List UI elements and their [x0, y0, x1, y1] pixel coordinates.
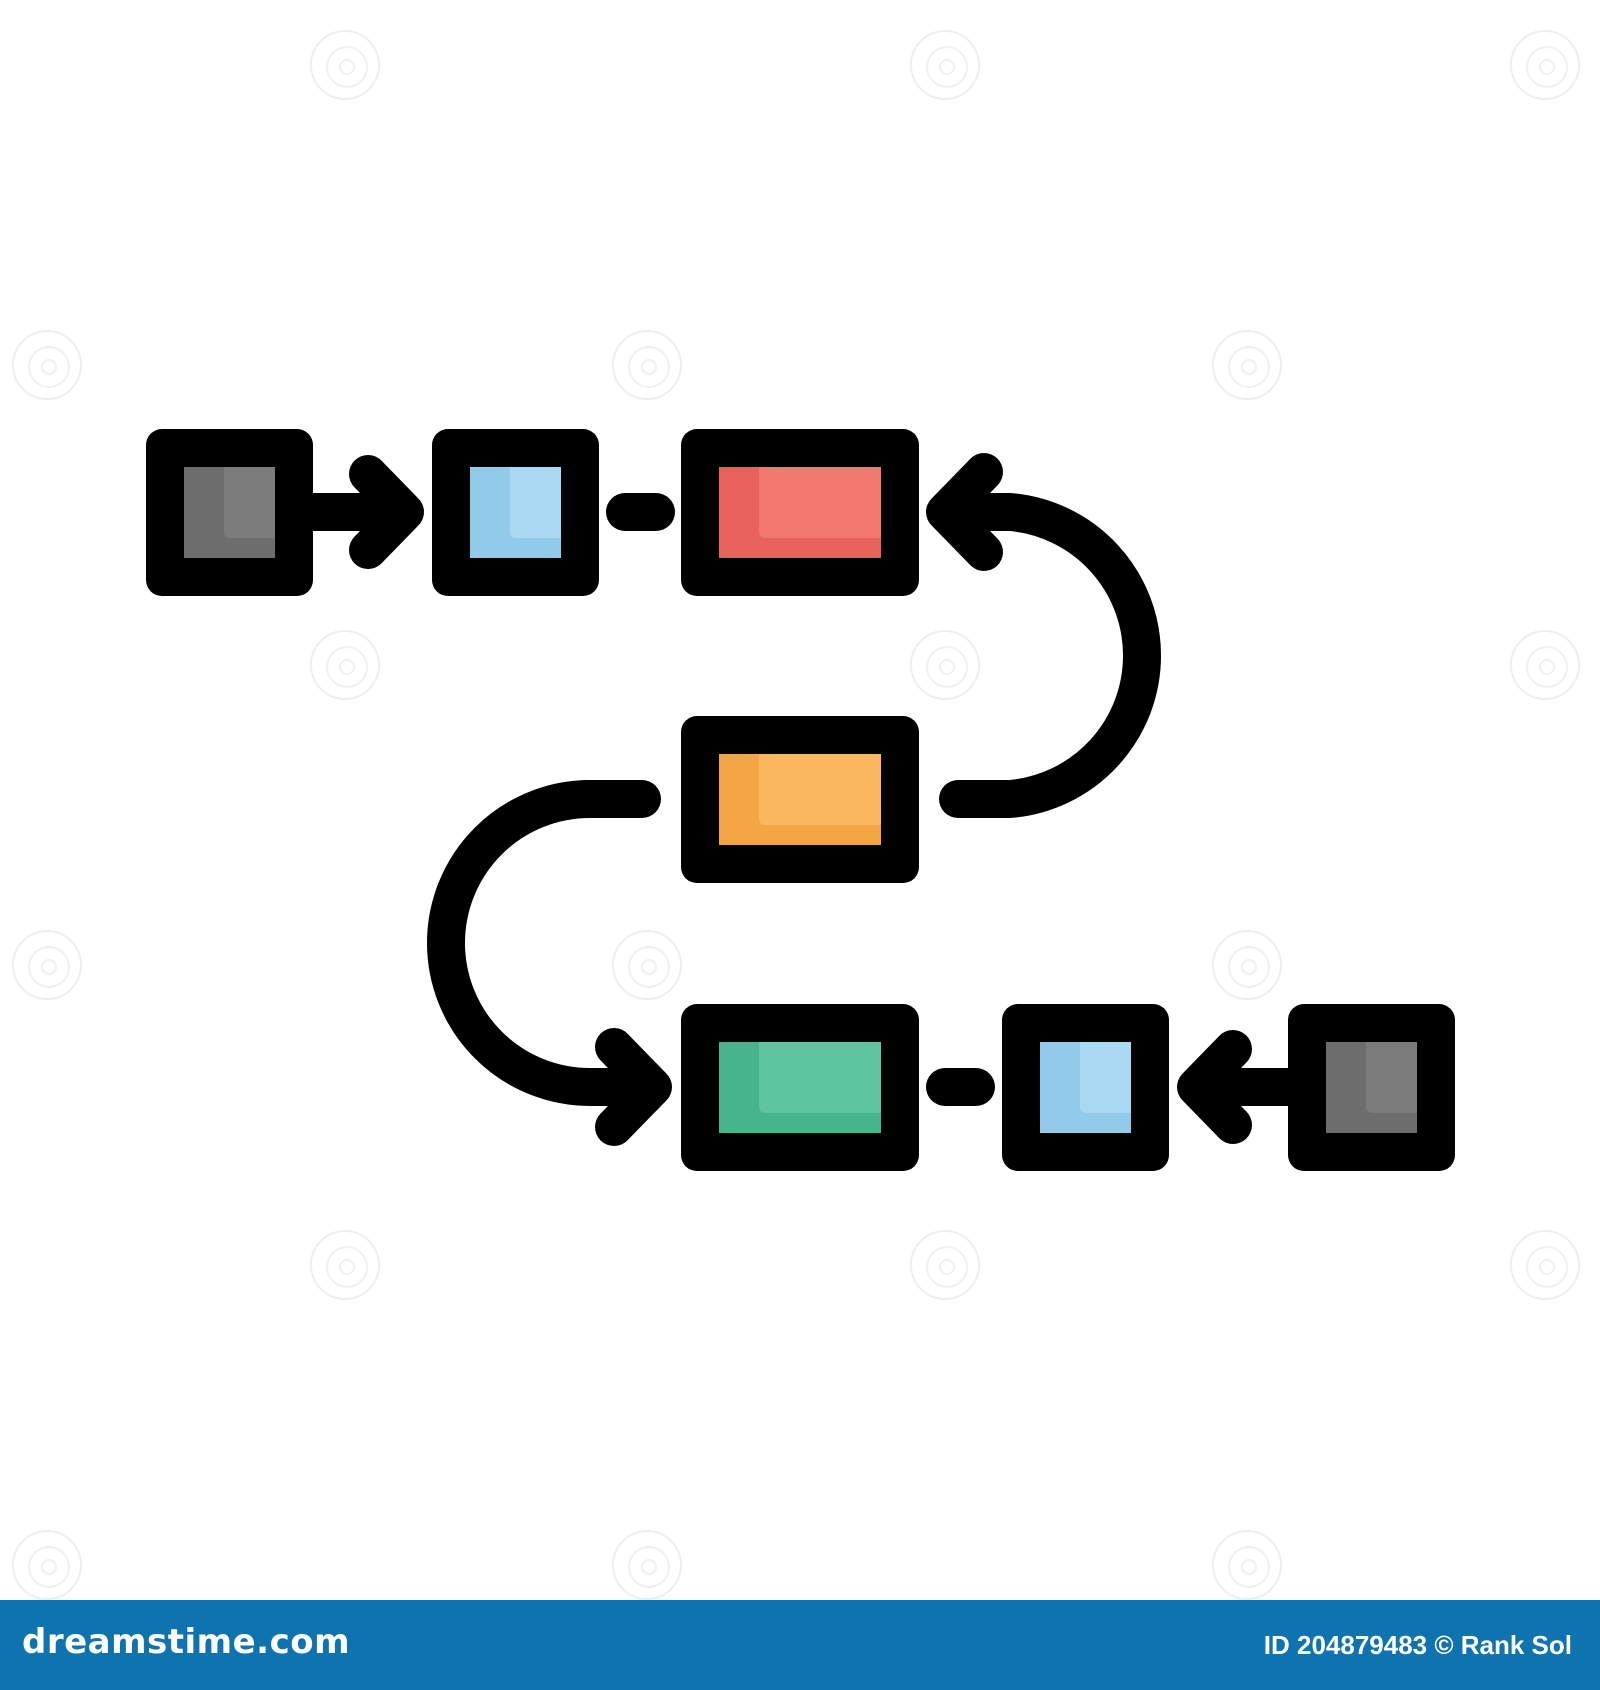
- process-flow-diagram: [146, 429, 1455, 1171]
- red-rectangle: [681, 429, 919, 596]
- arrow-head-left-icon: [1177, 1030, 1252, 1144]
- arrow-head-left-icon: [926, 453, 1003, 571]
- arrow-head-right-icon: [595, 1028, 672, 1146]
- green-rectangle: [681, 1004, 919, 1171]
- node-highlight-top: [1080, 1042, 1131, 1052]
- node-highlight: [759, 1042, 881, 1113]
- node-highlight-top: [510, 467, 561, 477]
- node-highlight-top: [759, 467, 881, 477]
- node-highlight-side: [1407, 1042, 1417, 1113]
- node-highlight-side: [871, 467, 881, 538]
- node-highlight: [759, 467, 881, 538]
- node-highlight: [510, 467, 561, 538]
- blue-square-bottom: [1002, 1004, 1169, 1171]
- connectors: [294, 453, 1307, 1146]
- gray-square-end: [1288, 1004, 1455, 1171]
- gray-square-start: [146, 429, 313, 596]
- node-highlight-side: [871, 754, 881, 825]
- node-highlight-side: [1121, 1042, 1131, 1113]
- curved-connector-left: [427, 780, 661, 1106]
- node-highlight: [1080, 1042, 1131, 1113]
- node-highlight-top: [224, 467, 275, 477]
- node-highlight: [759, 754, 881, 825]
- dreamstime-logo-text[interactable]: dreamstime.com: [22, 1622, 351, 1662]
- image-credit: ID 204879483 © Rank Sol: [1263, 1630, 1572, 1660]
- node-highlight-side: [551, 467, 561, 538]
- flowchart-illustration: [12, 30, 1580, 1600]
- node-highlight-top: [1366, 1042, 1417, 1052]
- node-highlight: [224, 467, 275, 538]
- node-highlight-side: [871, 1042, 881, 1113]
- arrow-head-right-icon: [349, 455, 424, 569]
- blue-square-top: [432, 429, 599, 596]
- orange-rectangle: [681, 716, 919, 883]
- footer-bar: dreamstime.com ID 204879483 © Rank Sol: [0, 1600, 1600, 1690]
- node-highlight-side: [265, 467, 275, 538]
- node-highlight-top: [759, 754, 881, 764]
- node-highlight: [1366, 1042, 1417, 1113]
- node-highlight-top: [759, 1042, 881, 1052]
- curved-connector-right: [939, 493, 1161, 818]
